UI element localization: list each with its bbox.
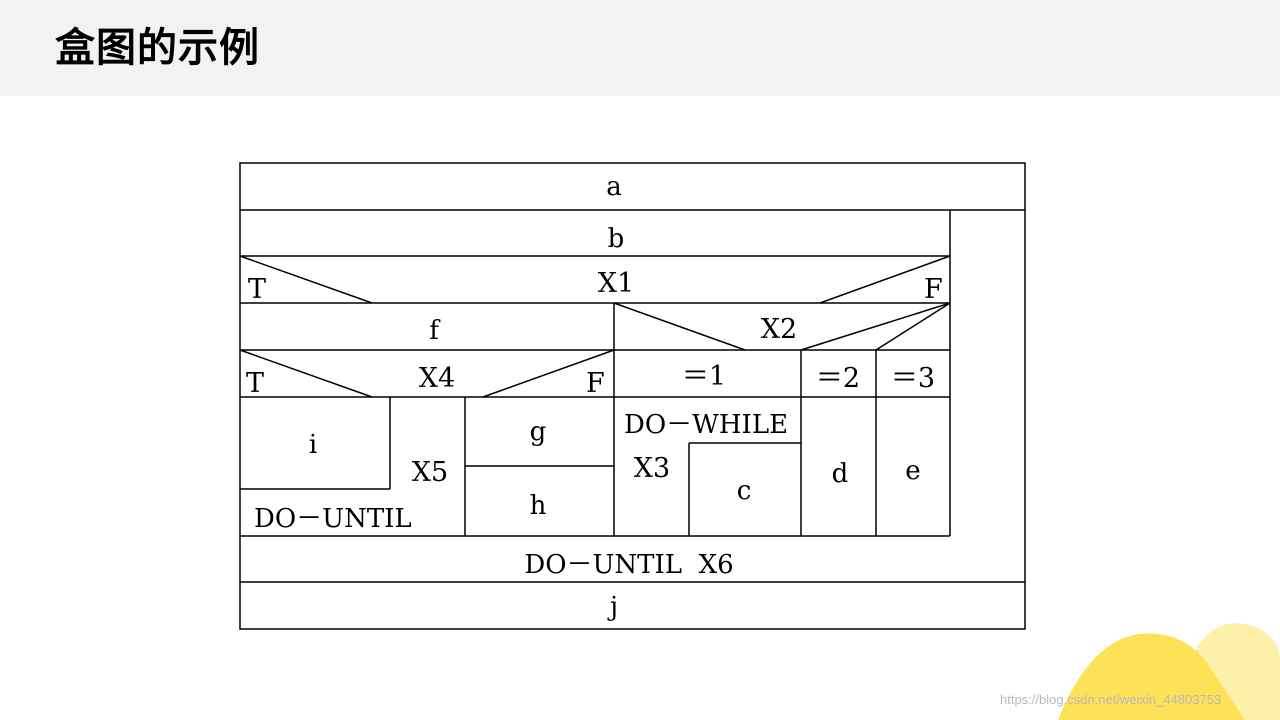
label-x3: X3 xyxy=(634,453,670,484)
x2-diagonal-right xyxy=(875,302,951,351)
label-do-until-x6: DO－UNTIL X6 xyxy=(524,550,733,580)
x2-diagonal-left xyxy=(613,302,746,351)
label-case-1: ＝1 xyxy=(682,361,726,392)
pale-yellow-blob xyxy=(1195,623,1280,720)
watermark-url: https://blog.csdn.net/weixin_44803753 xyxy=(1000,692,1222,707)
page-title: 盒图的示例 xyxy=(55,25,260,71)
label-do-until-inner: DO－UNTIL xyxy=(254,504,412,534)
label-d: d xyxy=(832,459,849,489)
label-j: j xyxy=(607,592,618,622)
label-x2: X2 xyxy=(761,314,797,345)
label-f: f xyxy=(429,316,441,346)
x1-diagonal-right xyxy=(819,255,951,304)
header-bar xyxy=(0,0,1280,96)
x1-diagonal-left xyxy=(239,255,373,304)
label-x5: X5 xyxy=(412,457,448,488)
label-i: i xyxy=(309,430,317,460)
label-x4: X4 xyxy=(419,363,455,394)
label-do-while: DO－WHILE xyxy=(624,410,788,440)
x4-diagonal-right xyxy=(482,349,615,398)
label-a: a xyxy=(606,172,622,202)
label-x1: X1 xyxy=(598,268,634,299)
label-x1-true: T xyxy=(248,274,266,305)
yellow-blob xyxy=(1058,633,1245,720)
label-g: g xyxy=(530,417,547,447)
label-b: b xyxy=(608,224,625,254)
label-h: h xyxy=(530,491,547,521)
label-x1-false: F xyxy=(924,274,943,305)
label-c: c xyxy=(737,476,752,506)
x4-diagonal-left xyxy=(239,349,373,398)
outer-box xyxy=(239,162,1026,630)
label-x4-true: T xyxy=(246,368,264,399)
label-case-3: ＝3 xyxy=(891,363,935,394)
label-x4-false: F xyxy=(586,368,605,399)
x2-diagonal-mid xyxy=(800,302,951,351)
label-case-2: ＝2 xyxy=(816,363,860,394)
label-e: e xyxy=(905,456,920,486)
